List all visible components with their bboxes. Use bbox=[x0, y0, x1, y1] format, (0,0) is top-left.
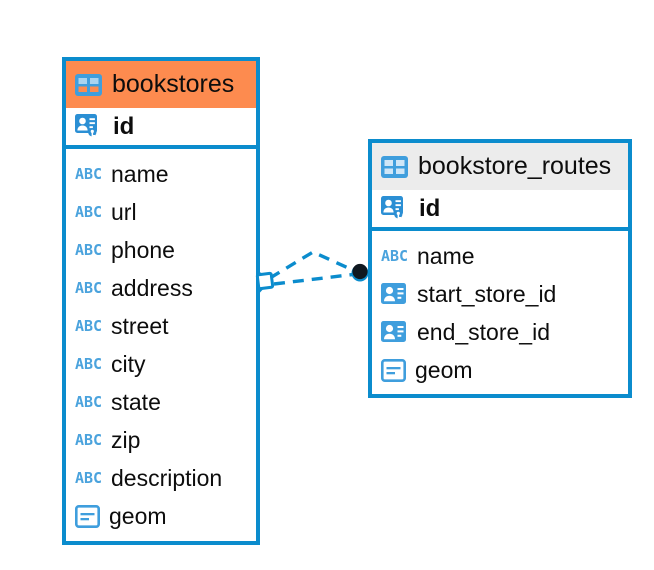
entity-bookstore-routes[interactable]: bookstore_routes id ABC bbox=[368, 139, 632, 398]
svg-text:ABC: ABC bbox=[75, 242, 102, 258]
abc-text-icon: ABC bbox=[75, 242, 102, 258]
entity-header-bookstores[interactable]: bookstores bbox=[66, 61, 256, 108]
geometry-icon bbox=[75, 504, 100, 528]
entity-title-bookstores: bookstores bbox=[112, 70, 235, 98]
field-row-zip[interactable]: ABC zip bbox=[66, 421, 256, 459]
field-row-start-store-id[interactable]: start_store_id bbox=[372, 275, 628, 313]
field-row-name[interactable]: ABC name bbox=[66, 155, 256, 193]
abc-text-icon: ABC bbox=[75, 432, 102, 448]
field-label-state: state bbox=[111, 388, 161, 415]
primary-key-icon bbox=[381, 195, 403, 220]
filled-circle-endpoint-icon bbox=[351, 263, 369, 282]
abc-text-icon: ABC bbox=[75, 356, 102, 372]
field-row-end-store-id[interactable]: end_store_id bbox=[372, 313, 628, 351]
field-label-description: description bbox=[111, 464, 223, 491]
field-label-name: name bbox=[417, 242, 475, 269]
abc-text-icon: ABC bbox=[75, 204, 102, 220]
field-row-name[interactable]: ABC name bbox=[372, 237, 628, 275]
primary-key-label-bookstores: id bbox=[113, 112, 135, 140]
svg-text:ABC: ABC bbox=[75, 280, 102, 296]
svg-text:ABC: ABC bbox=[75, 318, 102, 334]
abc-text-icon: ABC bbox=[381, 248, 408, 264]
abc-text-icon: ABC bbox=[75, 166, 102, 182]
field-label-url: url bbox=[111, 198, 137, 225]
primary-key-label-bookstore-routes: id bbox=[419, 194, 441, 222]
svg-text:ABC: ABC bbox=[75, 432, 102, 448]
entity-title-bookstore-routes: bookstore_routes bbox=[418, 152, 612, 180]
field-row-city[interactable]: ABC city bbox=[66, 345, 256, 383]
field-label-phone: phone bbox=[111, 236, 175, 263]
field-row-url[interactable]: ABC url bbox=[66, 193, 256, 231]
svg-text:ABC: ABC bbox=[75, 470, 102, 486]
field-label-geom: geom bbox=[415, 356, 473, 383]
field-label-start-store-id: start_store_id bbox=[417, 280, 557, 307]
foreign-key-icon bbox=[381, 283, 406, 304]
abc-text-icon: ABC bbox=[75, 318, 102, 334]
field-row-phone[interactable]: ABC phone bbox=[66, 231, 256, 269]
entity-bookstores[interactable]: bookstores id ABC name bbox=[62, 57, 260, 545]
abc-text-icon: ABC bbox=[75, 280, 102, 296]
table-icon bbox=[381, 155, 408, 178]
field-label-geom: geom bbox=[109, 502, 167, 529]
svg-text:ABC: ABC bbox=[381, 248, 408, 264]
table-icon bbox=[75, 73, 102, 96]
primary-key-row-bookstore-routes[interactable]: id bbox=[372, 190, 628, 231]
field-label-address: address bbox=[111, 274, 193, 301]
relationship-line-lower bbox=[273, 272, 358, 286]
field-list-bookstores: ABC name ABC url ABC phone ABC bbox=[66, 149, 256, 535]
field-label-name: name bbox=[111, 160, 169, 187]
field-row-street[interactable]: ABC street bbox=[66, 307, 256, 345]
field-label-zip: zip bbox=[111, 426, 141, 453]
primary-key-row-bookstores[interactable]: id bbox=[66, 108, 256, 149]
primary-key-icon bbox=[75, 113, 97, 138]
entity-header-bookstore-routes[interactable]: bookstore_routes bbox=[372, 143, 628, 190]
field-list-bookstore-routes: ABC name start_store_id bbox=[372, 231, 628, 389]
svg-text:ABC: ABC bbox=[75, 394, 102, 410]
abc-text-icon: ABC bbox=[75, 470, 102, 486]
geometry-icon bbox=[381, 358, 406, 382]
field-label-end-store-id: end_store_id bbox=[417, 318, 550, 345]
svg-text:ABC: ABC bbox=[75, 204, 102, 220]
relationship-connector[interactable] bbox=[250, 240, 380, 315]
field-row-state[interactable]: ABC state bbox=[66, 383, 256, 421]
field-label-city: city bbox=[111, 350, 146, 377]
abc-text-icon: ABC bbox=[75, 394, 102, 410]
field-row-address[interactable]: ABC address bbox=[66, 269, 256, 307]
field-row-description[interactable]: ABC description bbox=[66, 459, 256, 497]
field-label-street: street bbox=[111, 312, 169, 339]
svg-text:ABC: ABC bbox=[75, 356, 102, 372]
field-row-geom[interactable]: geom bbox=[372, 351, 628, 389]
svg-text:ABC: ABC bbox=[75, 166, 102, 182]
foreign-key-icon bbox=[381, 321, 406, 342]
relationship-line-upper bbox=[269, 250, 358, 280]
field-row-geom[interactable]: geom bbox=[66, 497, 256, 535]
